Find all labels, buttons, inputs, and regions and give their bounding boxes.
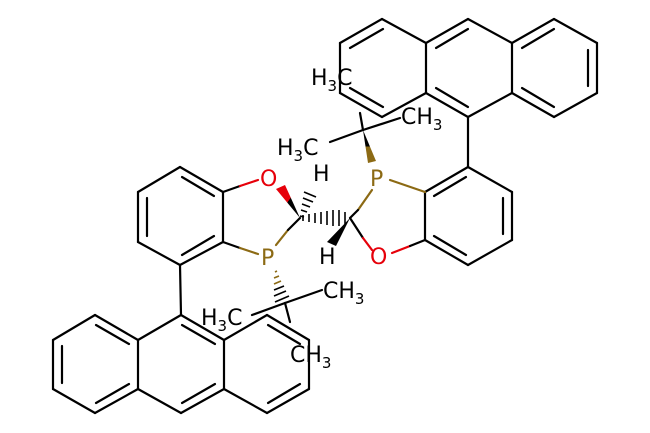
oxaphosphole-right (348, 178, 427, 255)
benzene-right (423, 165, 514, 267)
tbutyl-top (328, 111, 402, 144)
methyl-bottom-down-label: CH3 (290, 343, 331, 372)
methyl-bottom-right-label: CH3 (323, 279, 364, 308)
anthracene-top (338, 17, 599, 169)
wedge-bond-c2-h (327, 218, 350, 246)
benzene-left (136, 165, 225, 317)
hash-bond-p-tbutyl-bottom (273, 270, 290, 303)
wedge-bond-p-tbutyl-top (363, 130, 376, 163)
phosphorus-left-label: P (261, 246, 274, 271)
anthracene-bottom (51, 313, 311, 415)
methyl-bottom-left-label: H3C (201, 306, 242, 335)
methyl-top-up-label: H3C (311, 66, 352, 95)
oxygen-left-label: O (260, 167, 277, 192)
hydrogen-top-label: H (313, 162, 330, 187)
hydrogen-bottom-label: H (319, 245, 336, 270)
hash-bond-c1-c2 (302, 210, 346, 226)
methyl-top-right-label: CH3 (401, 105, 442, 134)
methyl-top-left-label: H3C (277, 136, 318, 165)
wedge-bond-o-c1 (276, 185, 300, 218)
tbutyl-bottom (250, 288, 324, 324)
oxaphosphole-left (221, 178, 302, 256)
stereo-bonds (273, 130, 376, 303)
hash-bond-c1-h (299, 191, 317, 218)
oxygen-right-label: O (370, 245, 387, 270)
phosphorus-right-label: P (370, 167, 383, 192)
